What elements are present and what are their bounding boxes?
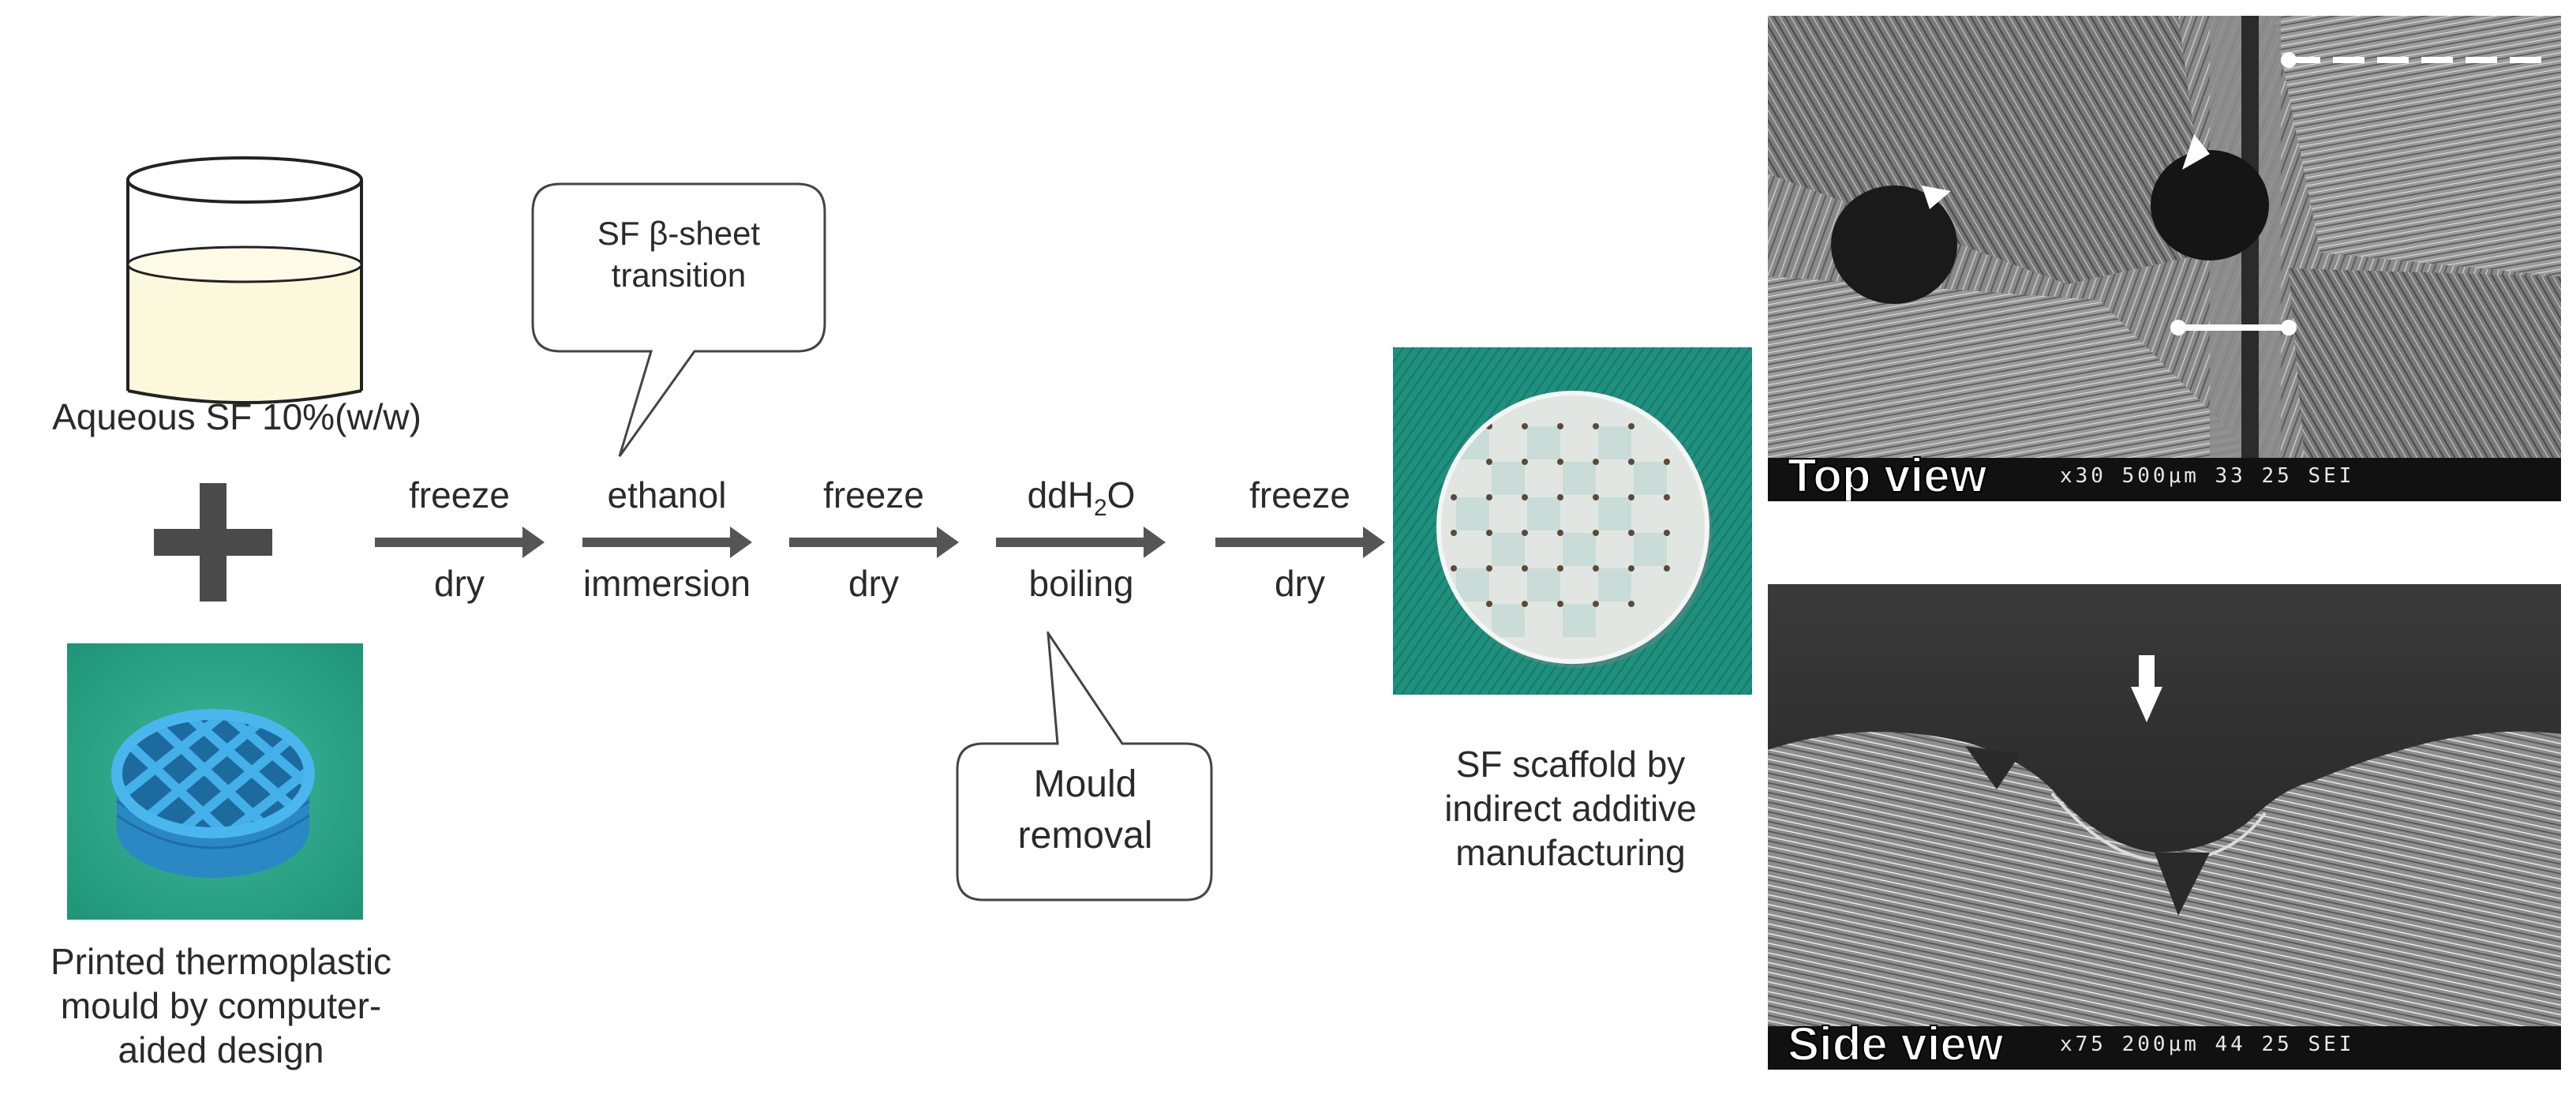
step-3-bottom: dry [848, 563, 899, 604]
arrow-step-5 [1215, 527, 1385, 558]
beaker-illustration [126, 156, 363, 404]
callout-bottom-bubble [956, 632, 1213, 901]
step-4-top: ddH2O [979, 474, 1184, 522]
callout-top-line-2: transition [611, 256, 747, 294]
process-arrows [375, 527, 1385, 558]
callout-top-line-1: SF β-sheet [597, 215, 761, 252]
mould-photo [67, 643, 363, 920]
mould-label-line-1: Printed thermoplastic [50, 941, 392, 982]
step-2-top: ethanol [607, 474, 727, 515]
beaker-label: Aqueous SF 10%(w/w) [52, 396, 421, 437]
step-5-bottom: dry [1275, 563, 1325, 604]
sem-top-view-image [1768, 16, 2561, 501]
callout-top-text: SF β-sheet transition [533, 213, 825, 296]
scaffold-label-line-1: SF scaffold by [1455, 744, 1686, 785]
mould-label-line-2: mould by computer- [60, 985, 382, 1027]
step-1-top: freeze [409, 474, 510, 515]
step-2-bottom: immersion [582, 563, 751, 604]
step-4-top-sub: 2 [1093, 495, 1107, 522]
sem-side-view-panel: Side view x75 200μm 44 25 SEI [1768, 584, 2561, 1070]
step-4-top-end: O [1106, 474, 1136, 515]
arrow-step-1 [375, 527, 545, 558]
step-4-top-main: ddH [1027, 474, 1094, 515]
mould-label: Printed thermoplastic mould by computer-… [16, 939, 426, 1072]
step-1-bottom: dry [434, 563, 485, 604]
arrow-step-3 [789, 527, 959, 558]
callout-top-bubble [531, 182, 826, 457]
scaffold-photo [1393, 347, 1752, 695]
callout-bottom-text: Mould removal [959, 759, 1211, 862]
callout-bottom-line-2: removal [1017, 814, 1153, 856]
plus-icon [154, 483, 272, 602]
step-5-top: freeze [1249, 474, 1350, 515]
scaffold-label-line-2: indirect additive [1444, 788, 1697, 830]
arrow-step-2 [582, 527, 752, 558]
callout-bottom-line-1: Mould [1033, 763, 1137, 805]
arrow-step-4 [996, 527, 1166, 558]
step-3-top: freeze [823, 474, 924, 515]
sem-side-view-info: x75 200μm 44 25 SEI [2060, 1033, 2355, 1056]
mould-label-line-3: aided design [118, 1029, 324, 1071]
scaffold-label: SF scaffold by indirect additive manufac… [1389, 742, 1752, 875]
sem-side-view-label: Side view [1787, 1017, 2004, 1070]
scaffold-label-line-3: manufacturing [1455, 832, 1686, 874]
sem-top-view-panel: Top view x30 500μm 33 25 SEI [1768, 16, 2561, 501]
sem-top-view-info: x30 500μm 33 25 SEI [2060, 464, 2355, 488]
sem-top-view-label: Top view [1787, 448, 1987, 501]
step-4-bottom: boiling [1028, 563, 1134, 604]
sem-side-view-image [1768, 584, 2561, 1070]
